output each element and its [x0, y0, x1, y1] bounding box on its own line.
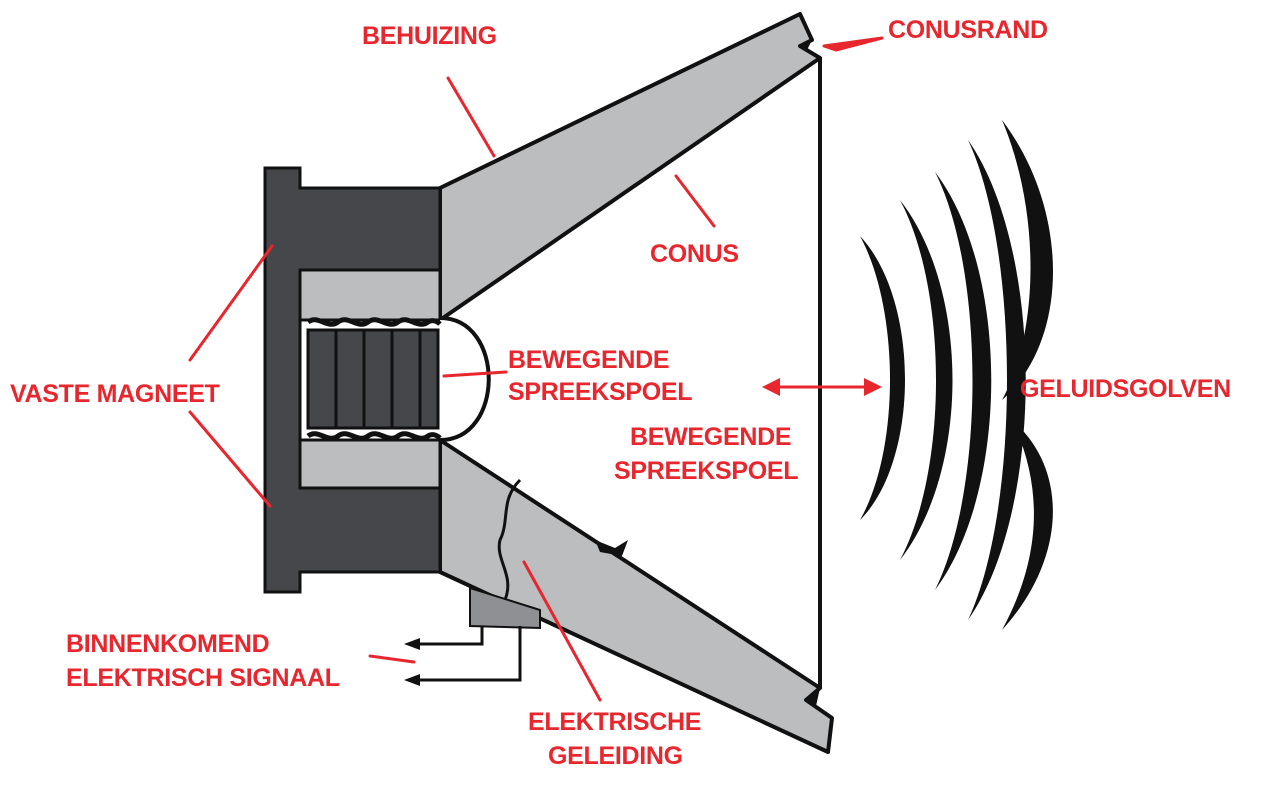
- pointer-signal: [368, 654, 416, 664]
- pointer-cone: [674, 174, 716, 228]
- movement-arrow: [762, 378, 882, 396]
- label-fixed-magnet: VASTE MAGNEET: [10, 380, 220, 408]
- cone-tear: [595, 540, 628, 556]
- wire-tip-1: [404, 638, 420, 650]
- sound-waves: [860, 120, 1053, 630]
- wave-6: [1002, 420, 1053, 630]
- label-moving-coil-line1: BEWEGENDE: [630, 423, 791, 451]
- label-cone-rim: CONUSRAND: [888, 16, 1048, 44]
- label-input-signal-line1: BINNENKOMEND: [66, 630, 269, 658]
- wave-1: [860, 236, 905, 520]
- label-housing: BEHUIZING: [362, 22, 497, 50]
- voice-coil-dome: [439, 316, 491, 442]
- label-cone: CONUS: [650, 240, 739, 268]
- coil-wrap-bottom: [306, 431, 442, 441]
- label-voice-coil-line1: BEWEGENDE: [508, 346, 669, 374]
- magnet-gap-lower: [298, 438, 442, 490]
- pointer-magnet-down: [188, 410, 272, 508]
- signal-wire-1: [420, 626, 484, 646]
- label-sound-waves: GELUIDSGOLVEN: [1020, 375, 1231, 403]
- voice-coil: [306, 328, 440, 430]
- conductor-path: [497, 478, 522, 601]
- label-input-signal-line2: ELEKTRISCH SIGNAAL: [66, 664, 340, 692]
- terminal-block: [469, 586, 541, 630]
- wave-5: [1002, 120, 1053, 400]
- cone-rim-top: [800, 40, 812, 52]
- label-voice-coil-line2: SPREEKSPOEL: [508, 378, 692, 406]
- wire-tip-2: [404, 674, 420, 686]
- cone-rim-bottom: [806, 688, 820, 706]
- wave-2: [900, 200, 953, 560]
- pointer-cone-rim: [822, 36, 884, 52]
- label-wiring-line1: ELEKTRISCHE: [528, 708, 701, 736]
- pointer-wiring: [522, 560, 602, 702]
- pointer-magnet-up: [188, 244, 274, 362]
- label-moving-coil-line2: SPREEKSPOEL: [614, 457, 798, 485]
- signal-wire-2: [420, 626, 522, 682]
- pointer-housing: [446, 76, 496, 158]
- label-wiring-line2: GELEIDING: [548, 742, 683, 770]
- voice-coil-windings: [334, 330, 422, 428]
- frame-lower: [438, 438, 834, 754]
- frame-upper: [438, 12, 822, 322]
- coil-wrap-top: [306, 317, 442, 327]
- pointer-lines: [188, 36, 884, 702]
- wave-3: [935, 172, 992, 590]
- wave-4: [968, 140, 1026, 620]
- magnet-gap-upper: [298, 268, 442, 322]
- pointer-voice-coil: [442, 370, 508, 378]
